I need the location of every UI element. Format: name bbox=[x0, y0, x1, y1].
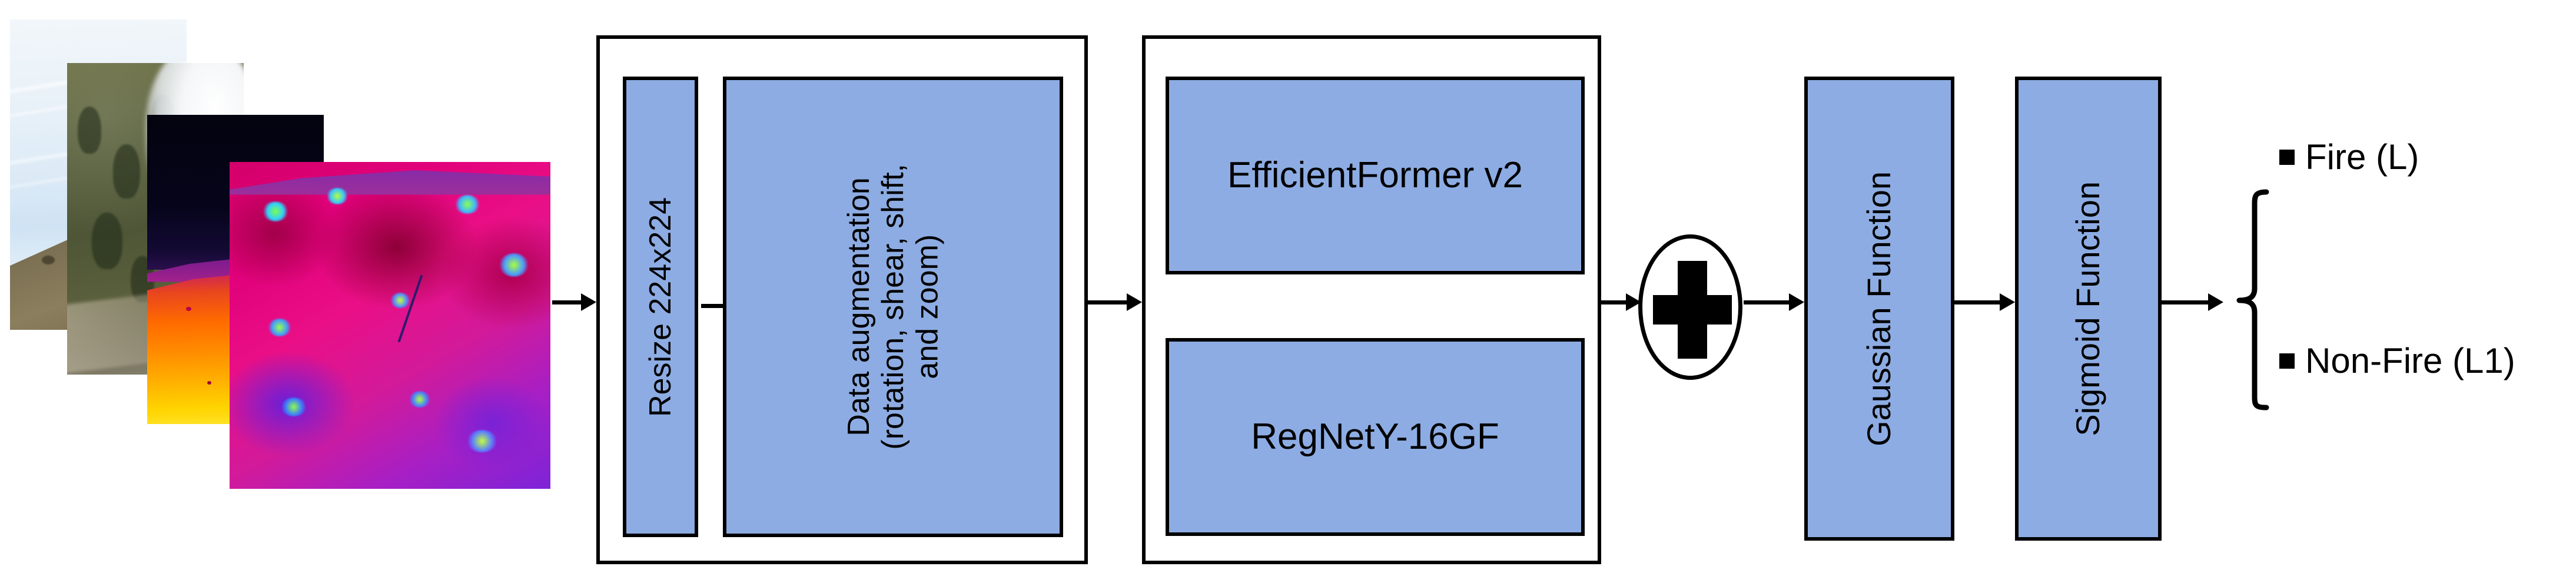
photo4-anomaly-cluster bbox=[281, 397, 307, 416]
regnety-block-label: RegNetY-16GF bbox=[1251, 416, 1499, 458]
photo2-tree bbox=[78, 107, 101, 154]
bullet-square-icon bbox=[2279, 353, 2295, 369]
backbone-models-stage: EfficientFormer v2 RegNetY-16GF bbox=[1142, 35, 1601, 564]
resize-block-label: Resize 224x224 bbox=[643, 197, 678, 417]
sigmoid-block-label: Sigmoid Function bbox=[2069, 181, 2107, 436]
output-brace bbox=[2232, 187, 2273, 412]
photo4-anomaly-cluster bbox=[261, 201, 289, 221]
regnety-block[interactable]: RegNetY-16GF bbox=[1166, 338, 1585, 536]
augmentation-block[interactable]: Data augmentation (rotation, shear, shif… bbox=[723, 77, 1063, 537]
resize-block[interactable]: Resize 224x224 bbox=[623, 77, 698, 537]
photo1-rock bbox=[42, 255, 55, 264]
bullet-square-icon bbox=[2279, 149, 2295, 165]
efficientformer-block[interactable]: EfficientFormer v2 bbox=[1166, 77, 1585, 274]
photo2-tree bbox=[92, 212, 122, 269]
augmentation-block-label: Data augmentation (rotation, shear, shif… bbox=[841, 164, 945, 450]
gaussian-block[interactable]: Gaussian Function bbox=[1804, 77, 1954, 541]
input-image-stack bbox=[0, 0, 565, 506]
photo4-anomaly-cluster bbox=[467, 430, 498, 453]
photo2-tree bbox=[113, 144, 140, 198]
class-non-fire-label: Non-Fire (L1) bbox=[2305, 341, 2515, 380]
gaussian-block-label: Gaussian Function bbox=[1860, 171, 1898, 446]
preprocessing-stage: Resize 224x224 Data augmentation (rotati… bbox=[596, 35, 1088, 564]
photo4-anomaly-cluster bbox=[499, 253, 529, 277]
photo4-anomaly-cluster bbox=[268, 319, 292, 337]
plus-icon bbox=[1653, 295, 1732, 325]
photo4-anomaly-cluster bbox=[409, 390, 431, 408]
efficientformer-block-label: EfficientFormer v2 bbox=[1227, 155, 1523, 196]
photo4-anomaly-cluster bbox=[326, 188, 348, 205]
input-image-4 bbox=[230, 162, 550, 489]
fusion-node[interactable] bbox=[1638, 234, 1742, 380]
class-fire-label: Fire (L) bbox=[2305, 137, 2419, 177]
photo4-anomaly-cluster bbox=[390, 293, 410, 308]
photo3-hotspot bbox=[186, 306, 191, 311]
brace-icon bbox=[2236, 189, 2269, 410]
class-non-fire: Non-Fire (L1) bbox=[2279, 340, 2515, 381]
photo3-hotspot bbox=[207, 380, 211, 385]
class-fire: Fire (L) bbox=[2279, 137, 2419, 177]
sigmoid-block[interactable]: Sigmoid Function bbox=[2015, 77, 2162, 541]
photo4-anomaly-cluster bbox=[454, 194, 480, 214]
